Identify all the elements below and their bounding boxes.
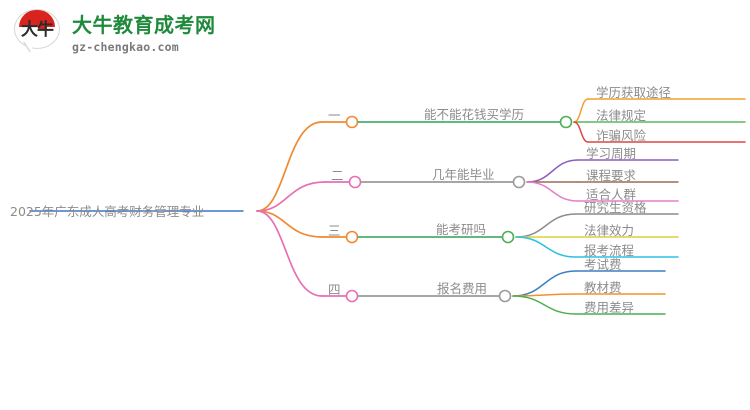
connector-line <box>256 181 326 212</box>
leaf-label: 研究生资格 <box>584 200 647 215</box>
speech-bubble-tail <box>24 41 34 52</box>
leaf-label: 法律规定 <box>596 108 647 123</box>
mindmap-node-dot[interactable] <box>498 289 512 303</box>
connector-line <box>256 210 323 238</box>
logo-red-dot <box>38 18 47 30</box>
logo-bubble-icon: 大牛 <box>12 7 64 55</box>
branch-topic-label: 能不能花钱买学历 <box>424 107 525 122</box>
leaf-label: 诈骗风险 <box>596 128 647 143</box>
branch-index-label: 四 <box>328 282 341 297</box>
connector-line <box>512 295 577 315</box>
leaf-label: 学历获取途径 <box>596 85 672 100</box>
connector-line <box>256 121 323 212</box>
connector-line <box>512 270 577 297</box>
mindmap-node-dot[interactable] <box>345 230 359 244</box>
mindmap-node-dot[interactable] <box>512 175 526 189</box>
connector-line <box>256 210 323 297</box>
leaf-label: 报考流程 <box>584 243 635 258</box>
connector-line <box>515 236 577 258</box>
mindmap-node-dot[interactable] <box>559 115 573 129</box>
leaf-label: 适合人群 <box>586 187 637 202</box>
branch-index-label: 三 <box>328 223 341 238</box>
connector-line <box>573 121 589 143</box>
leaf-label: 课程要求 <box>586 168 637 183</box>
mindmap-root-label: 2025年广东成人高考财务管理专业 <box>10 204 205 219</box>
connector-line <box>515 213 577 238</box>
leaf-label: 法律效力 <box>584 223 635 238</box>
leaf-label: 教材费 <box>584 280 622 295</box>
branch-topic-label: 能考研吗 <box>436 222 487 237</box>
branch-topic-label: 几年能毕业 <box>432 167 495 182</box>
connector-line <box>526 159 579 183</box>
connector-line <box>573 98 589 123</box>
branch-index-label: 一 <box>328 108 341 123</box>
mindmap-node-dot[interactable] <box>345 115 359 129</box>
mindmap-node-dot[interactable] <box>345 289 359 303</box>
connector-line <box>526 181 579 202</box>
leaf-label: 考试费 <box>584 257 622 272</box>
leaf-label: 学习周期 <box>586 146 637 161</box>
branch-index-label: 二 <box>331 168 344 183</box>
branch-topic-label: 报名费用 <box>437 281 488 296</box>
logo-title: 大牛教育成考网 <box>72 12 216 37</box>
leaf-label: 费用差异 <box>584 300 635 315</box>
mindmap-node-dot[interactable] <box>348 175 362 189</box>
mindmap-node-dot[interactable] <box>501 230 515 244</box>
logo-text-block: 大牛教育成考网 gz-chengkao.com <box>72 9 216 54</box>
logo-subtitle-url: gz-chengkao.com <box>72 39 179 54</box>
site-logo: 大牛 大牛教育成考网 gz-chengkao.com <box>0 0 215 62</box>
logo-glyph-text: 大牛 <box>21 20 54 40</box>
